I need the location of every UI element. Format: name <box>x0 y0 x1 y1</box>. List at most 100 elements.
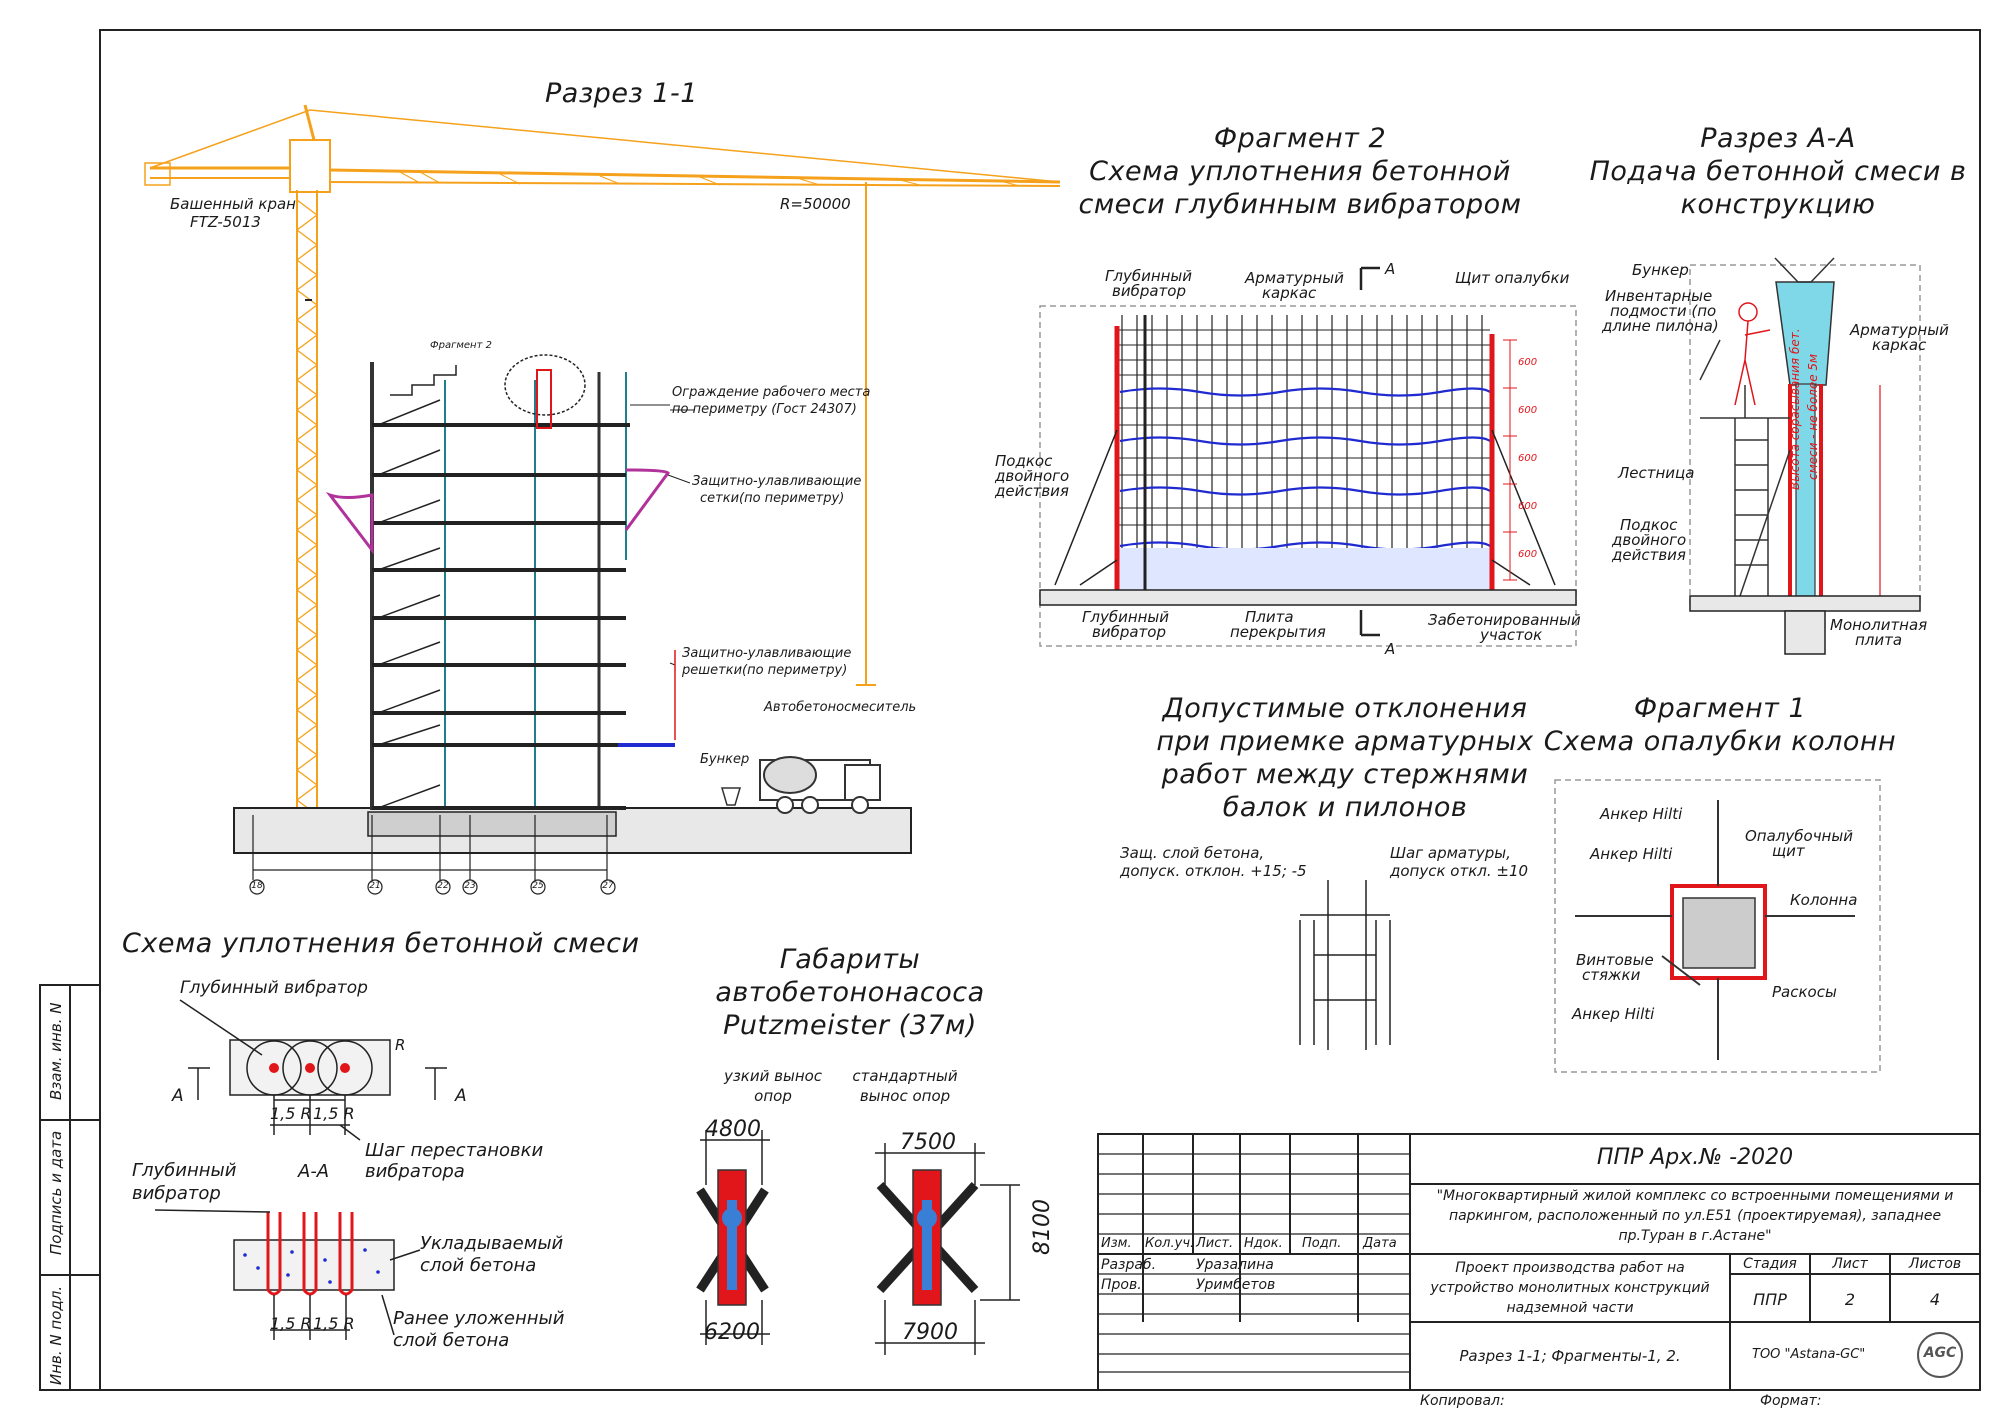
bunker-small-label: Бункер <box>700 752 750 767</box>
document-code: ППР Арх.№ -2020 <box>1596 1145 1794 1170</box>
fragment2-title-3: смеси глубинным вибратором <box>1078 189 1522 220</box>
concrete-mixer-truck <box>759 756 881 814</box>
section-aa-title-1: Разрез А-А <box>1700 123 1856 154</box>
aa-frame-label-1: Арматурный <box>1850 321 1949 339</box>
tolerances-title-4: балок и пилонов <box>1222 792 1468 823</box>
scaffold-label-2: подмости (по <box>1610 302 1717 320</box>
aa-prop-label-1: Подкос <box>1620 516 1678 534</box>
vibrator-bottom-label-1: Глубинный <box>1082 608 1170 626</box>
developer-name: Уразалина <box>1196 1257 1274 1273</box>
scaffold-label-1: Инвентарные <box>1605 287 1713 305</box>
aa-prop-label-2: двойного <box>1612 531 1687 549</box>
fragment2-title-2: Схема уплотнения бетонной <box>1089 156 1511 187</box>
dim-8100: 8100 <box>1030 1199 1055 1255</box>
prop-label-1: Подкос <box>995 452 1053 470</box>
compaction-plan <box>179 999 447 1141</box>
aa-frame-label-2: каркас <box>1872 336 1927 354</box>
fragment1-drawing <box>1554 779 1881 1073</box>
step-tolerance-2: допуск откл. ±10 <box>1390 862 1529 880</box>
drop-height-label-2: смеси - не более 5м <box>1806 353 1820 480</box>
sheets-header: Листов <box>1908 1256 1962 1272</box>
col-izm: Изм. <box>1101 1236 1132 1251</box>
dim-15r: 1,5 R <box>313 1104 355 1123</box>
std-outrigger-label-1: стандартный <box>852 1067 958 1085</box>
compaction-section <box>154 1209 421 1340</box>
axis-label: 18 <box>251 881 263 891</box>
sheet-frame <box>99 29 1981 1391</box>
developer-role: Разраб. <box>1101 1257 1157 1273</box>
tolerances-drawing <box>1299 880 1391 1050</box>
guard-label-2: по периметру (Гост 24307) <box>672 402 857 417</box>
prev-layer-label-2: слой бетона <box>393 1330 510 1351</box>
dim-6200: 6200 <box>704 1320 760 1345</box>
vib2-label-2: вибратор <box>132 1183 221 1204</box>
sheets-value: 4 <box>1929 1290 1941 1309</box>
aa-prop-label-3: действия <box>1612 546 1686 564</box>
bunker-small <box>720 787 742 806</box>
slab-label-1: Плита <box>1245 608 1294 626</box>
building-section <box>370 362 627 810</box>
checker-name: Уримбетов <box>1196 1277 1276 1293</box>
cover-tolerance-2: допуск. отклон. +15; -5 <box>1120 862 1307 880</box>
guard-label-1: Ограждение рабочего места <box>672 385 871 400</box>
mixer-label: Автобетоносмеситель <box>764 700 917 715</box>
vibrator-top-label-2: вибратор <box>1112 282 1186 300</box>
pump-title-3: Putzmeister (37м) <box>723 1010 977 1041</box>
company-logo <box>1917 1332 1963 1378</box>
concreted-label-2: участок <box>1480 626 1543 644</box>
object-name-1: "Многоквартирный жилой комплекс со встро… <box>1436 1188 1954 1204</box>
fragment2-callout <box>504 354 586 429</box>
section-1-1-title: Разрез 1-1 <box>545 78 698 109</box>
sheet-value: 2 <box>1844 1290 1856 1309</box>
stage-value: ППР <box>1753 1290 1787 1309</box>
dim-7900: 7900 <box>902 1320 958 1345</box>
ground-section-1-1 <box>233 807 912 854</box>
col-koluch: Кол.уч. <box>1145 1236 1195 1251</box>
radius-label: R <box>395 1036 406 1054</box>
stamp-inv-original: Инв. N подл. <box>47 1285 65 1385</box>
scaffold-label-3: длине пилона) <box>1602 317 1719 335</box>
object-name-2: паркингом, расположенный по ул.Е51 (прое… <box>1448 1208 1942 1224</box>
drop-height-label-1: Высота сбрасывания бет. <box>1788 328 1802 490</box>
ladder-label: Лестница <box>1618 464 1695 482</box>
doc-title-1: Проект производства работ на <box>1455 1260 1685 1276</box>
step-tolerance-1: Шаг арматуры, <box>1390 844 1511 862</box>
worker-figure <box>1734 302 1771 406</box>
concreted-label-1: Забетонированный <box>1428 611 1581 629</box>
vib2-label-1: Глубинный <box>132 1160 237 1181</box>
frame-label-2: каркас <box>1262 284 1317 302</box>
ties-label-2: стяжки <box>1582 966 1641 984</box>
tower-crane <box>144 104 1061 816</box>
safety-nets <box>325 468 670 555</box>
sheet-name: Разрез 1-1; Фрагменты-1, 2. <box>1459 1347 1681 1365</box>
doc-title-3: надземной части <box>1506 1300 1634 1316</box>
axis-label: 23 <box>464 881 476 891</box>
checker-role: Пров. <box>1101 1277 1142 1293</box>
col-podp: Подп. <box>1302 1236 1342 1251</box>
axis-label: 21 <box>369 881 381 891</box>
compaction-title: Схема уплотнения бетонной смеси <box>122 928 640 959</box>
axis-label: 25 <box>532 881 544 891</box>
anchor-bottom-label: Анкер Hilti <box>1572 1005 1655 1023</box>
prev-layer-label-1: Ранее уложенный <box>393 1308 565 1329</box>
section-aa-small-label: А-А <box>298 1161 330 1182</box>
cut-a-top: A <box>1385 260 1396 278</box>
narrow-outrigger-label-2: опор <box>754 1087 792 1105</box>
crane-radius: R=50000 <box>780 195 851 213</box>
net-label-1: Защитно-улавливающие <box>692 474 862 489</box>
dim-4800: 4800 <box>705 1117 761 1142</box>
dim-600: 600 <box>1518 357 1538 368</box>
bunker-label: Бункер <box>1632 261 1689 279</box>
pump-narrow <box>696 1130 770 1345</box>
layer-label-2: слой бетона <box>420 1255 537 1276</box>
stage-header: Стадия <box>1743 1256 1797 1272</box>
cover-tolerance-1: Защ. слой бетона, <box>1120 844 1265 862</box>
tolerances-title-3: работ между стержнями <box>1161 759 1529 790</box>
format-label: Формат: <box>1760 1393 1822 1409</box>
dim-7500: 7500 <box>900 1130 956 1155</box>
dim-15r: 1,5 R <box>270 1104 312 1123</box>
grid-label-2: решетки(по периметру) <box>682 663 848 678</box>
cut-a-bottom: A <box>1385 640 1396 658</box>
company-name: ТОО "Astana-GC" <box>1752 1347 1866 1362</box>
slab-label-2: перекрытия <box>1230 623 1326 641</box>
